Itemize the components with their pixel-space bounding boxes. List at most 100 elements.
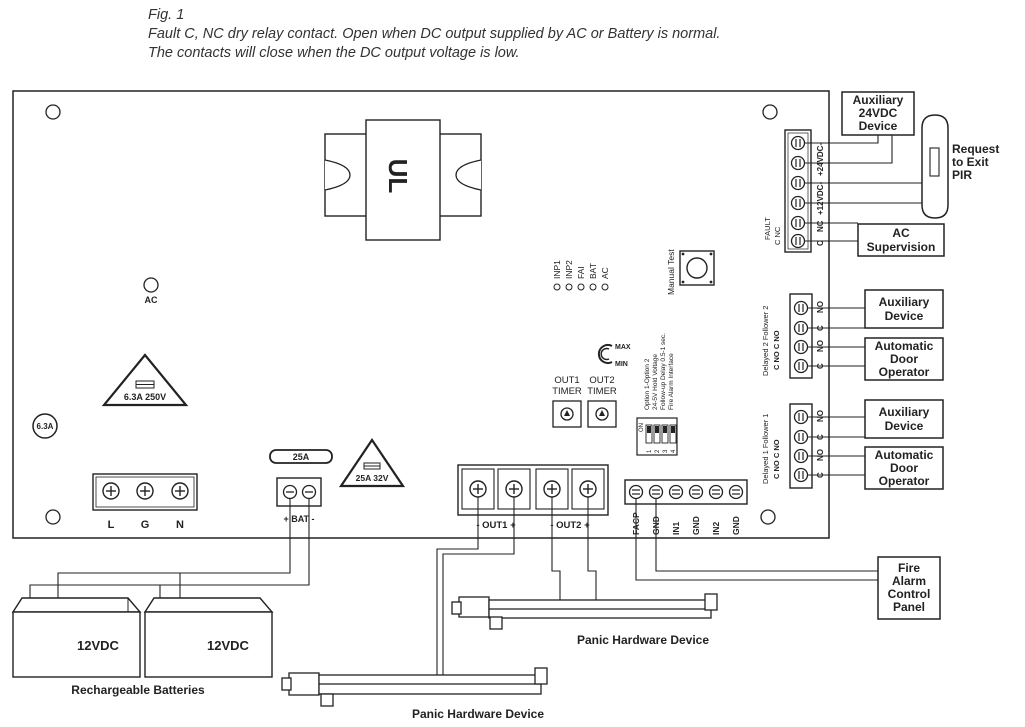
panic-hardware-device-2 (281, 667, 548, 707)
facp-terminal-block: FACP GND IN1 GND IN2 GND (624, 479, 748, 536)
svg-text:- OUT2 +: - OUT2 + (550, 520, 590, 531)
svg-text:Auxiliary: Auxiliary (879, 295, 930, 309)
svg-text:2: 2 (655, 449, 661, 453)
auxiliary-device-2: Auxiliary Device (864, 289, 944, 329)
out1-timer[interactable]: OUT1 TIMER (552, 375, 582, 428)
svg-text:3: 3 (663, 449, 669, 453)
svg-text:1: 1 (647, 449, 653, 453)
battery-1: 12VDC (11, 597, 142, 678)
svg-text:INP1: INP1 (552, 260, 562, 279)
svg-text:TIMER: TIMER (552, 386, 582, 397)
svg-text:Fire Alarm Interface: Fire Alarm Interface (668, 353, 675, 410)
transformer: UL (324, 119, 482, 241)
svg-text:+ BAT -: + BAT - (283, 514, 314, 524)
svg-text:Auxiliary: Auxiliary (879, 405, 930, 419)
figure-caption: Fig. 1 Fault C, NC dry relay contact. Op… (148, 6, 720, 63)
svg-text:+24VDC-: +24VDC- (816, 143, 825, 176)
fuse-warning-left: 6.3A 250V (101, 353, 189, 407)
svg-text:L: L (108, 519, 115, 531)
svg-text:NO: NO (816, 301, 825, 313)
svg-text:Request: Request (952, 142, 999, 156)
svg-text:GND: GND (731, 516, 741, 535)
mount-hole (45, 509, 61, 525)
out2-timer[interactable]: OUT2 TIMER (587, 375, 617, 428)
svg-text:Door: Door (890, 461, 918, 475)
caption-line-1: Fault C, NC dry relay contact. Open when… (148, 26, 721, 42)
panic-hardware-device-1 (451, 593, 718, 630)
svg-text:6.3A 250V: 6.3A 250V (124, 392, 166, 402)
svg-text:Automatic: Automatic (875, 339, 934, 353)
svg-text:GND: GND (691, 516, 701, 535)
automatic-door-operator-2: Automatic Door Operator (864, 337, 944, 381)
ac-supervision: AC Supervision (857, 223, 945, 257)
caption-line-2: The contacts will close when the DC outp… (148, 45, 520, 61)
svg-text:NO: NO (816, 340, 825, 352)
svg-text:Device: Device (885, 309, 924, 323)
ul-mark-icon: UL (383, 159, 413, 194)
svg-text:G: G (141, 519, 150, 531)
figure-number: Fig. 1 (148, 7, 185, 23)
svg-text:Door: Door (890, 352, 918, 366)
svg-text:Follow-up Delay 0.5-1 sec.: Follow-up Delay 0.5-1 sec. (660, 333, 667, 410)
svg-text:Panel: Panel (893, 600, 925, 614)
fuse-round (32, 413, 58, 439)
panic-hardware-label-1: Panic Hardware Device (577, 633, 709, 647)
svg-text:FAULT: FAULT (763, 217, 772, 240)
svg-text:NO: NO (816, 410, 825, 422)
svg-text:Auxiliary: Auxiliary (853, 93, 904, 107)
svg-text:Fire: Fire (898, 561, 920, 575)
svg-text:4: 4 (671, 449, 677, 453)
svg-text:BAT: BAT (588, 263, 598, 279)
svg-text:C NC: C NC (773, 226, 782, 245)
dip-switch-labels: Option 1-Option 2 24-5V Hold Voltage Fol… (644, 333, 675, 410)
svg-text:25A: 25A (293, 452, 310, 462)
svg-text:Option 1-Option 2: Option 1-Option 2 (644, 358, 651, 410)
mount-hole (762, 104, 778, 120)
svg-text:FAI: FAI (576, 266, 586, 279)
svg-text:Operator: Operator (879, 365, 930, 379)
battery-2: 12VDC (143, 597, 274, 678)
adjust-potentiometer[interactable]: MAX MIN (597, 344, 631, 368)
fuse-warning-battery: 25A 32V (338, 438, 406, 488)
manual-test-button[interactable] (679, 250, 715, 286)
svg-text:NO: NO (816, 449, 825, 461)
svg-text:ON: ON (639, 423, 645, 432)
svg-text:N: N (176, 519, 184, 531)
svg-text:+12VDC-: +12VDC- (816, 182, 825, 215)
svg-text:MAX: MAX (615, 344, 631, 351)
automatic-door-operator-1: Automatic Door Operator (864, 446, 944, 490)
svg-text:12VDC: 12VDC (207, 638, 250, 653)
mount-hole (760, 509, 776, 525)
ac-led-label: AC (145, 295, 158, 305)
power-fault-terminal-block: FAULT C NC - +24VDC- +12VDC- NC C (763, 129, 825, 253)
svg-text:25A 32V: 25A 32V (356, 473, 389, 483)
ac-led (143, 277, 159, 293)
svg-text:Supervision: Supervision (867, 240, 936, 254)
svg-text:Delayed 2 Follower 2: Delayed 2 Follower 2 (761, 306, 770, 376)
output-terminal-block: - OUT1 + - OUT2 + (457, 464, 609, 531)
svg-text:C: C (816, 240, 825, 246)
panic-hardware-label-2: Panic Hardware Device (412, 707, 544, 721)
svg-text:6.3A: 6.3A (37, 422, 54, 431)
svg-text:Operator: Operator (879, 474, 930, 488)
svg-text:IN1: IN1 (671, 522, 681, 536)
svg-text:Control: Control (888, 587, 931, 601)
auxiliary-24vdc-device: Auxiliary 24VDC Device (841, 91, 915, 136)
svg-text:OUT2: OUT2 (589, 375, 614, 386)
svg-text:Delayed 1 Follower 1: Delayed 1 Follower 1 (761, 414, 770, 484)
ac-terminal-block: L G N (92, 473, 198, 531)
mount-hole (45, 104, 61, 120)
svg-text:Alarm: Alarm (892, 574, 926, 588)
request-to-exit-pir: Request to Exit PIR (921, 114, 999, 219)
svg-text:INP2: INP2 (564, 260, 574, 279)
fire-alarm-control-panel: Fire Alarm Control Panel (877, 556, 941, 620)
battery-terminal: + BAT - (276, 477, 322, 524)
svg-text:AC: AC (892, 226, 910, 240)
follower1-terminal-block: Delayed 1 Follower 1 C NO C NO NO C NO C (761, 403, 825, 489)
svg-text:AC: AC (600, 267, 610, 279)
status-leds: INP1 INP2 FAI BAT AC (552, 260, 610, 291)
svg-text:C NO C NO: C NO C NO (772, 439, 781, 479)
dip-switch[interactable]: ON 1 2 3 4 (636, 417, 678, 456)
svg-text:PIR: PIR (952, 168, 972, 182)
